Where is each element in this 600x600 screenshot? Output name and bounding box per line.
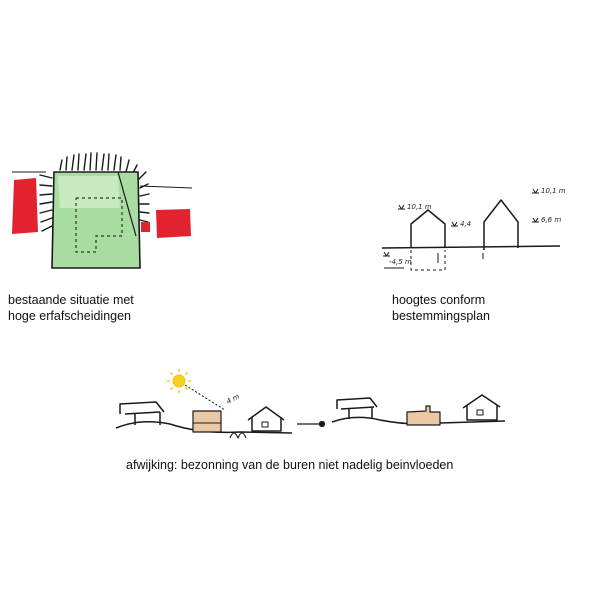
label-height: 4 m (225, 392, 241, 405)
caption-existing-line1: bestaande situatie met (8, 293, 134, 307)
house-footprint (75, 197, 123, 253)
new-house-wood (192, 410, 222, 433)
sun-ray (184, 384, 226, 411)
heights-section-sketch (381, 188, 561, 271)
plot-outline (51, 171, 141, 269)
house-b (247, 406, 285, 432)
house-a-after (336, 397, 378, 419)
house-left (410, 209, 446, 248)
boundary-line (117, 171, 137, 237)
new-house-lowered (406, 405, 441, 426)
deviation-sketch (115, 369, 506, 439)
caption-existing: bestaande situatie met hoge erfafscheidi… (8, 292, 134, 324)
label-left-ridge: 10,1 m (407, 203, 432, 211)
hedge-hatching (39, 152, 150, 232)
label-left-eave: 4,4 (460, 220, 471, 228)
caption-deviation: afwijking: bezonning van de buren niet n… (126, 458, 454, 472)
house-a (119, 401, 165, 425)
shrub (229, 432, 247, 439)
caption-existing-line2: hoge erfafscheidingen (8, 309, 132, 323)
label-right-eave: 6,6 m (541, 216, 561, 224)
label-right-ridge: 10,1 m (541, 187, 566, 195)
plot-area-light (58, 176, 120, 208)
level-markers (383, 188, 539, 257)
neighbour-building-left (12, 178, 38, 234)
street-line (139, 185, 193, 189)
arrow-icon (297, 420, 326, 428)
ground-line (381, 245, 561, 249)
caption-heights-line2: bestemmingsplan (392, 309, 490, 323)
caption-heights: hoogtes conform bestemmingsplan (392, 292, 490, 324)
neighbour-building-right (156, 209, 191, 238)
neighbour-annex-right (141, 222, 150, 232)
existing-situation-sketch (12, 152, 193, 269)
ground-left-group (115, 421, 293, 434)
caption-heights-line1: hoogtes conform (392, 293, 486, 307)
basement-outline (410, 250, 446, 271)
label-basement: -4,5 m (389, 258, 412, 266)
house-right (483, 199, 519, 250)
sun-icon (167, 369, 191, 393)
house-b-after (462, 394, 501, 421)
